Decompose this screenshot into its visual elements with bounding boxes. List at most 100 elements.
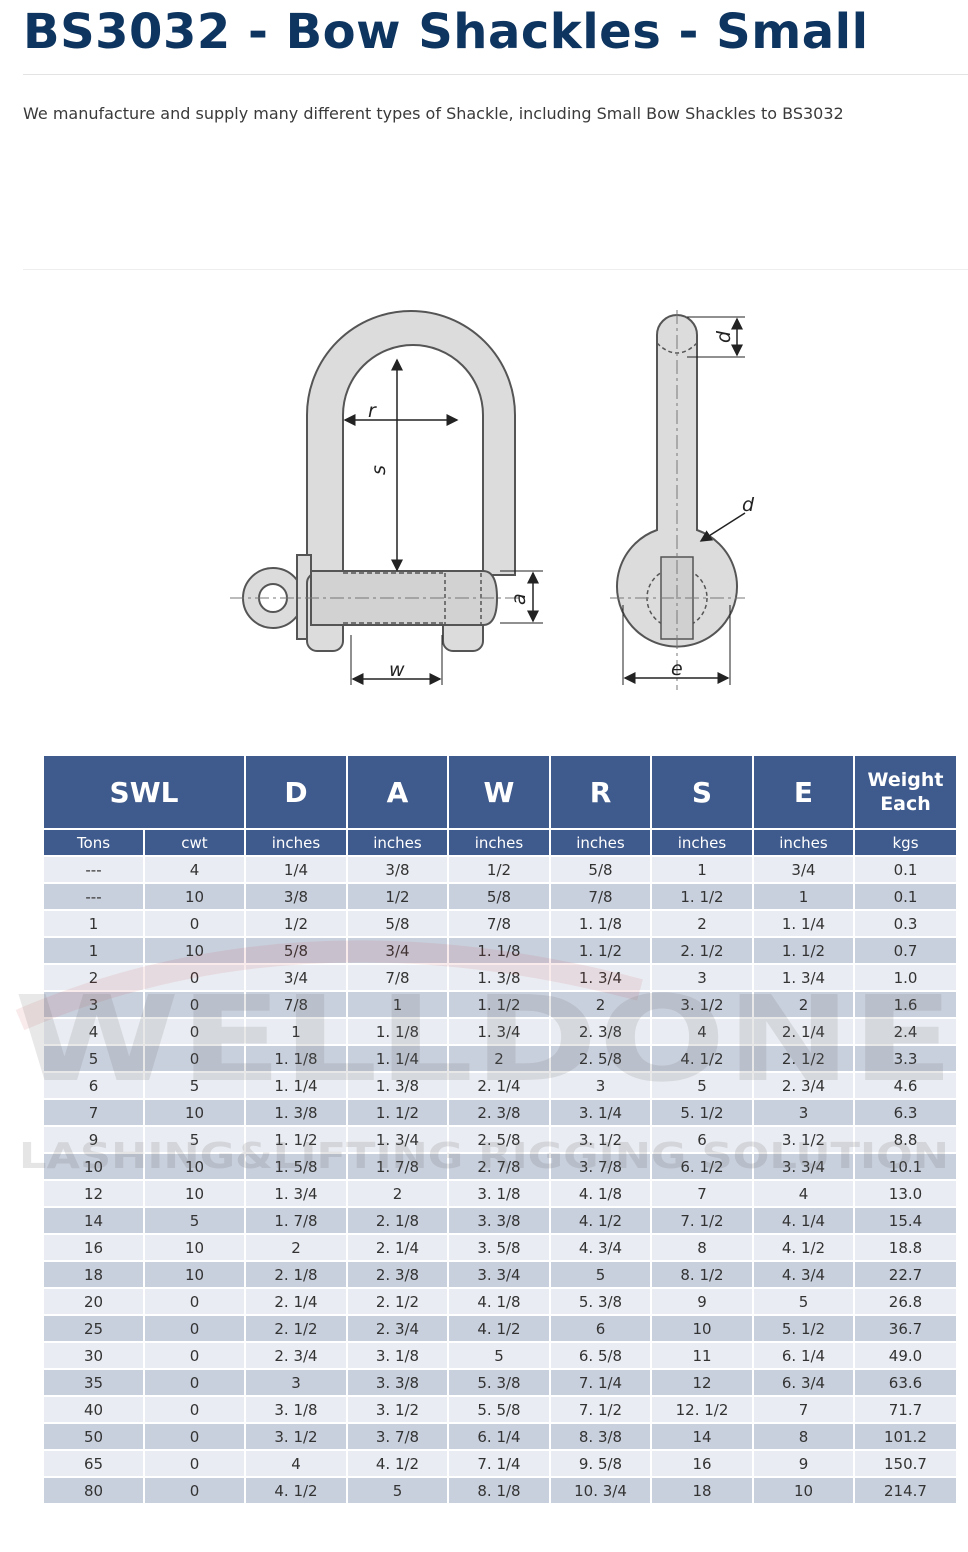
table-cell: 1 (244, 1017, 348, 1046)
table-cell: 5 (447, 1341, 551, 1370)
table-cell: 2 (447, 1044, 551, 1073)
table-cell: 2 (346, 1179, 449, 1208)
table-cell: 9 (752, 1449, 855, 1478)
table-cell: 9. 5/8 (549, 1449, 652, 1478)
table-cell: 1. 3/8 (244, 1098, 348, 1127)
table-cell: 7/8 (346, 963, 449, 992)
table-cell: 0 (143, 1368, 246, 1397)
dimension-d-side-label: d (742, 494, 755, 516)
table-cell: 1. 1/2 (244, 1125, 348, 1154)
table-cell: 10 (42, 1152, 145, 1181)
table-cell: 2. 1/2 (752, 1044, 855, 1073)
table-cell: 1. 3/8 (346, 1071, 449, 1100)
table-cell: 63.6 (853, 1368, 958, 1397)
table-cell: 10 (143, 1098, 246, 1127)
table-cell: 2.4 (853, 1017, 958, 1046)
table-cell: 10 (143, 1179, 246, 1208)
table-cell: 1.0 (853, 963, 958, 992)
table-cell: 1. 3/8 (447, 963, 551, 992)
table-cell: 20 (42, 1287, 145, 1316)
unit-cell: inches (752, 828, 855, 857)
table-cell: 2 (244, 1233, 348, 1262)
unit-cell: inches (244, 828, 348, 857)
table-cell: 2. 3/8 (549, 1017, 652, 1046)
table-cell: 5. 5/8 (447, 1395, 551, 1424)
table-cell: 1 (346, 990, 449, 1019)
table-cell: 3. 7/8 (346, 1422, 449, 1451)
shackle-diagram: r s a w d d e (230, 310, 755, 690)
table-cell: 10 (143, 936, 246, 965)
table-cell: 25 (42, 1314, 145, 1343)
table-cell: 8. 3/8 (549, 1422, 652, 1451)
header-s: S (650, 754, 754, 830)
table-cell: 5/8 (549, 855, 652, 884)
table-cell: 0 (143, 1476, 246, 1505)
table-cell: 2. 1/4 (346, 1233, 449, 1262)
table-cell: 35 (42, 1368, 145, 1397)
table-cell: 4. 1/2 (650, 1044, 754, 1073)
table-cell: 3. 5/8 (447, 1233, 551, 1262)
table-cell: 2 (650, 909, 754, 938)
table-cell: 4. 1/2 (549, 1206, 652, 1235)
table-cell: 1. 1/8 (549, 909, 652, 938)
unit-cell: Tons (42, 828, 145, 857)
table-cell: 1. 5/8 (244, 1152, 348, 1181)
table-cell: 0.1 (853, 882, 958, 911)
table-cell: 18.8 (853, 1233, 958, 1262)
table-cell: 4.6 (853, 1071, 958, 1100)
table-cell: 1 (42, 936, 145, 965)
dimension-a-label: a (508, 593, 530, 605)
table-cell: 1/2 (346, 882, 449, 911)
unit-cell: inches (447, 828, 551, 857)
table-cell: 8 (752, 1422, 855, 1451)
table-cell: 4 (244, 1449, 348, 1478)
table-cell: 2. 1/2 (650, 936, 754, 965)
table-cell: 3 (752, 1098, 855, 1127)
table-cell: 2. 1/4 (447, 1071, 551, 1100)
title-divider (23, 74, 968, 75)
table-cell: 36.7 (853, 1314, 958, 1343)
table-cell: 3/8 (244, 882, 348, 911)
table-cell: 2. 1/4 (244, 1287, 348, 1316)
table-cell: 0.1 (853, 855, 958, 884)
table-cell: 6.3 (853, 1098, 958, 1127)
table-cell: 5 (346, 1476, 449, 1505)
table-cell: 5. 1/2 (650, 1098, 754, 1127)
table-cell: 4. 1/2 (447, 1314, 551, 1343)
table-cell: 3. 1/2 (752, 1125, 855, 1154)
table-cell: 5/8 (346, 909, 449, 938)
table-cell: 214.7 (853, 1476, 958, 1505)
table-cell: 5 (549, 1260, 652, 1289)
table-cell: 4. 3/4 (752, 1260, 855, 1289)
unit-cell: kgs (853, 828, 958, 857)
table-cell: 18 (42, 1260, 145, 1289)
table-cell: 8. 1/8 (447, 1476, 551, 1505)
table-cell: 10 (143, 1260, 246, 1289)
table-cell: 3. 1/2 (346, 1395, 449, 1424)
header-r: R (549, 754, 652, 830)
table-cell: 0 (143, 1044, 246, 1073)
table-cell: 1. 3/4 (346, 1125, 449, 1154)
table-cell: 2. 7/8 (447, 1152, 551, 1181)
table-cell: 3. 1/4 (549, 1098, 652, 1127)
table-cell: 5 (752, 1287, 855, 1316)
table-cell: 3. 1/8 (346, 1341, 449, 1370)
table-cell: 7/8 (244, 990, 348, 1019)
table-cell: 15.4 (853, 1206, 958, 1235)
table-cell: 8 (650, 1233, 754, 1262)
table-cell: 16 (42, 1233, 145, 1262)
table-cell: 71.7 (853, 1395, 958, 1424)
intro-text: We manufacture and supply many different… (23, 104, 844, 123)
table-cell: 6. 1/4 (752, 1341, 855, 1370)
table-cell: 3.3 (853, 1044, 958, 1073)
